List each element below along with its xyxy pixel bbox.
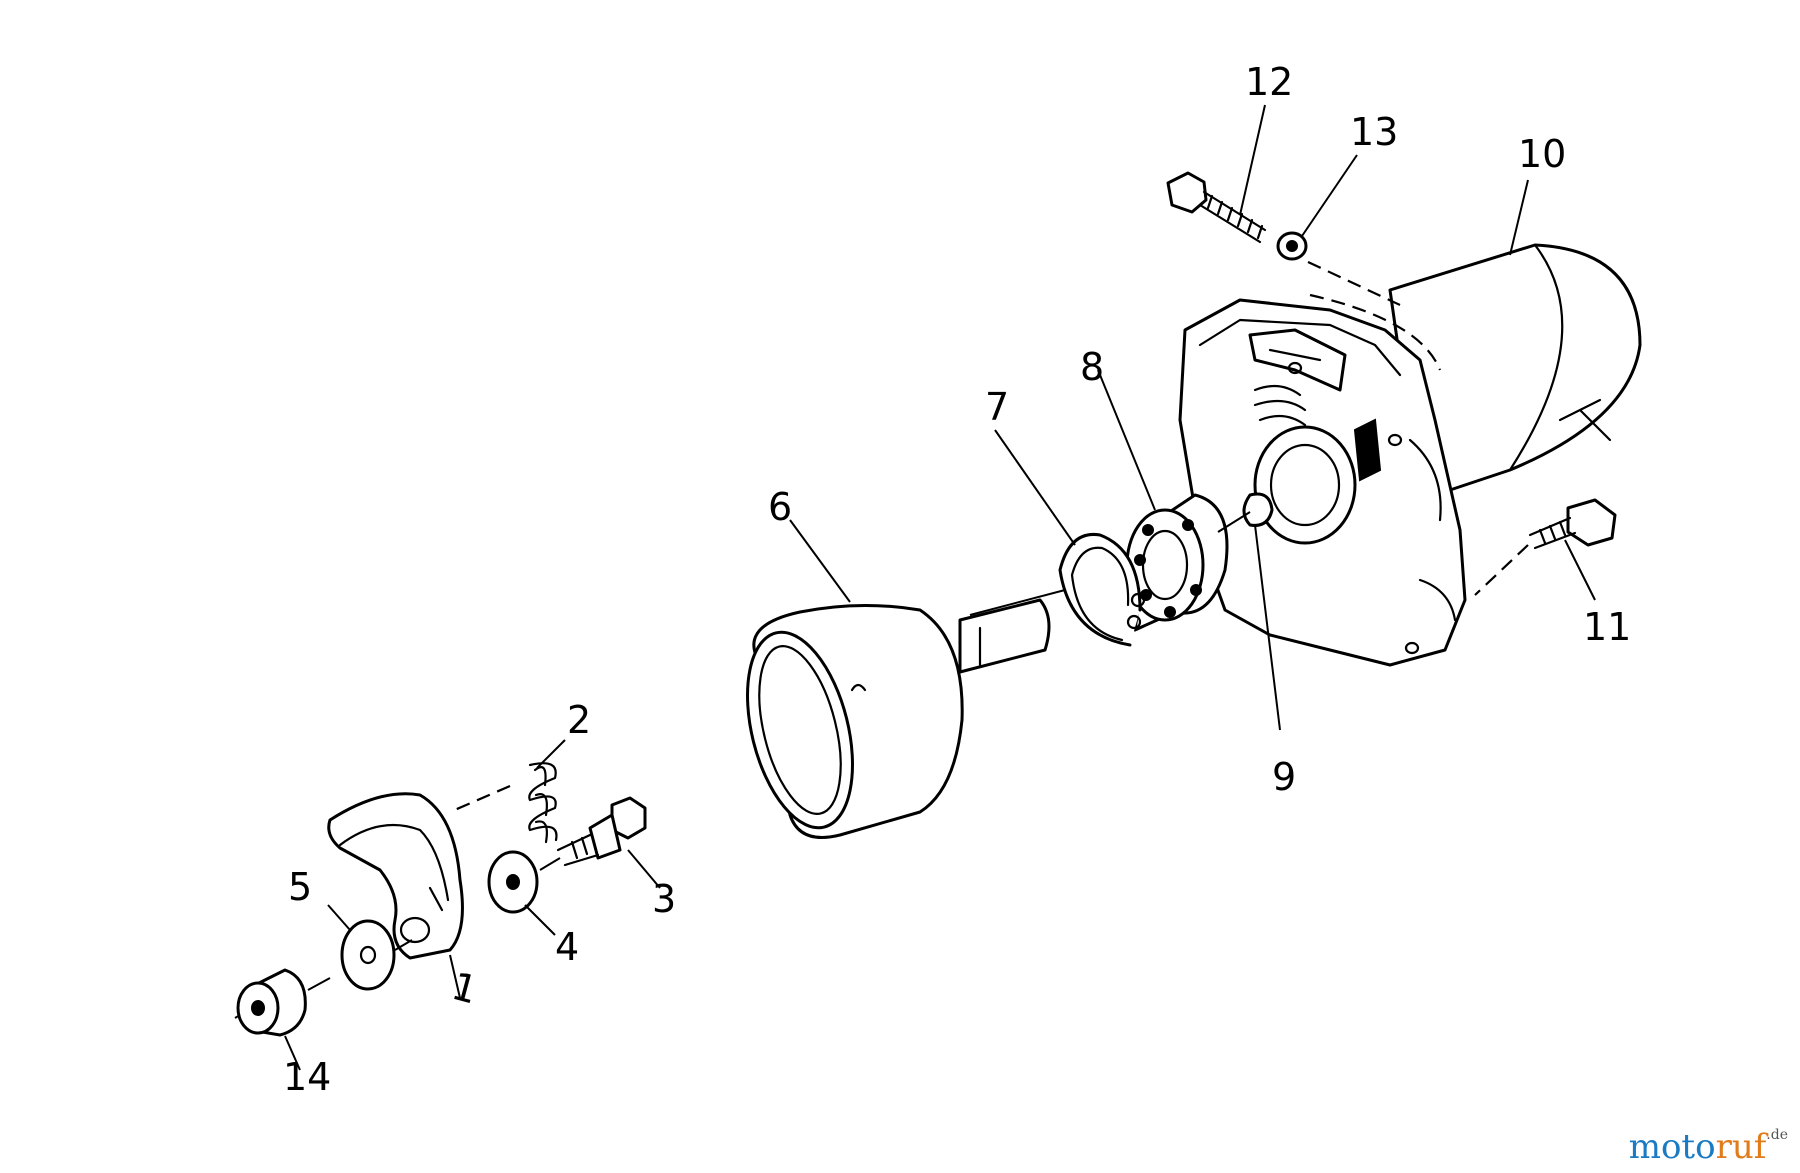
- callout-leaders: [284, 104, 1596, 1071]
- part-12-bolt: [1166, 171, 1267, 244]
- watermark-part-1: moto: [1628, 1127, 1716, 1167]
- part-14-bushing: [234, 968, 331, 1037]
- part-13-washer: [1276, 231, 1401, 306]
- part-9-circlip: [1217, 492, 1274, 533]
- callout-10: 10: [1518, 132, 1566, 176]
- part-5-washer: [340, 919, 413, 991]
- callout-13: 13: [1350, 110, 1398, 154]
- callout-2: 2: [567, 698, 591, 742]
- callout-5: 5: [288, 865, 312, 909]
- watermark-part-3: .de: [1766, 1127, 1788, 1143]
- watermark-part-2: ruf: [1715, 1127, 1767, 1167]
- callout-8: 8: [1080, 345, 1104, 389]
- callout-3: 3: [652, 877, 676, 921]
- part-8-bearing: [1125, 493, 1229, 632]
- part-1-clutch-shoe: [327, 792, 464, 960]
- part-2-spring: [449, 762, 558, 844]
- callout-14: 14: [283, 1055, 331, 1099]
- callout-4: 4: [555, 925, 579, 969]
- watermark-logo: motoruf.de: [1629, 1127, 1788, 1167]
- part-10-motor-housing: [1178, 243, 1642, 667]
- callout-labels: 1 2 3 4 5 6 7 8 9 10 11 12 13 14: [283, 60, 1631, 1099]
- callout-7: 7: [985, 385, 1009, 429]
- callout-11: 11: [1583, 605, 1631, 649]
- callout-1: 1: [447, 964, 482, 1013]
- callout-12: 12: [1245, 60, 1293, 104]
- callout-9: 9: [1272, 755, 1296, 799]
- callout-6: 6: [768, 485, 792, 529]
- part-4-washer: [487, 850, 561, 914]
- part-11-screw: [1474, 498, 1617, 596]
- part-3-shoulder-bolt: [556, 796, 647, 867]
- part-6-clutch-drum: [746, 589, 1066, 839]
